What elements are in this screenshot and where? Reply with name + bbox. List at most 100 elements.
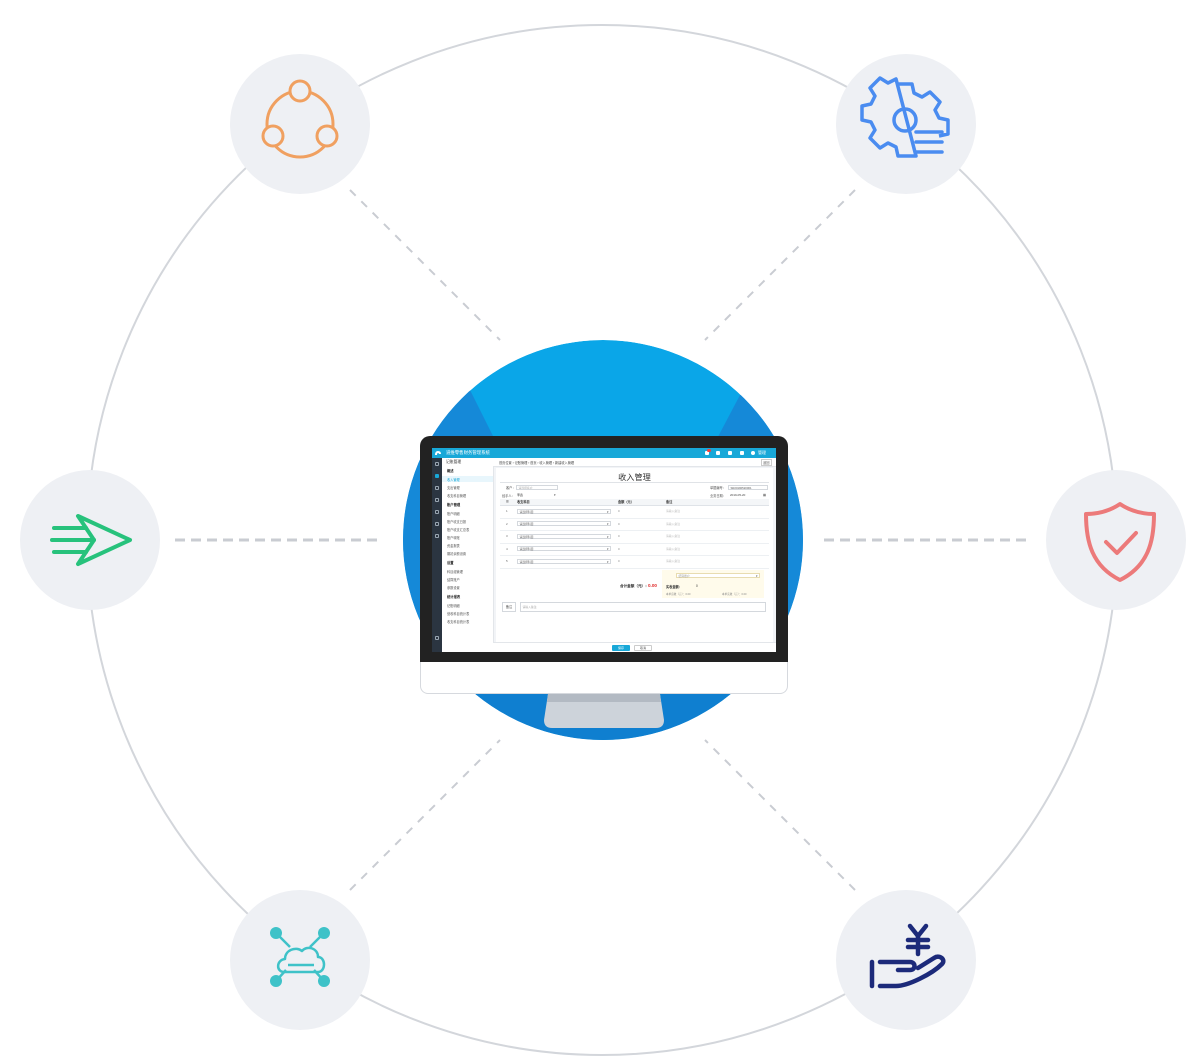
table-row: 3 请选择科目▾ 0 请输入备注 <box>500 530 769 544</box>
memo-input[interactable]: 请输入备注 <box>520 602 766 612</box>
customer-select[interactable]: 请选择客户 <box>516 484 558 490</box>
sidebar-item-opening-balance[interactable]: 期初余额设置 <box>447 552 467 556</box>
cart-icon[interactable] <box>740 451 744 455</box>
sidebar-item-settle-account[interactable]: 结算账户 <box>447 578 460 582</box>
row-number: 5 <box>506 559 508 563</box>
sidebar-item-expense[interactable]: 支出管理 <box>447 486 460 490</box>
gear-settings-list-icon <box>860 76 950 158</box>
sidebar-item-revenue-stats[interactable]: 营收科目统计表 <box>447 612 470 616</box>
note-field[interactable]: 请输入备注 <box>666 546 680 551</box>
node-send[interactable] <box>20 470 160 610</box>
sidebar-group-settings[interactable]: 设置 <box>447 561 454 565</box>
node-settings[interactable] <box>836 54 976 194</box>
total-label: 合计金额（元）： <box>620 584 649 588</box>
back-button[interactable]: 返回 <box>760 459 772 466</box>
shop-icon[interactable] <box>435 486 439 490</box>
node-security[interactable] <box>1046 470 1186 610</box>
app-logo-icon <box>435 451 441 455</box>
monitor-chin <box>420 662 788 694</box>
amount-field[interactable]: 0 <box>618 521 620 526</box>
doc-no-field[interactable]: SR20190520001 <box>728 484 768 490</box>
note-field[interactable]: 请输入备注 <box>666 559 680 563</box>
ledger-icon[interactable] <box>435 474 439 478</box>
chevron-down-icon: ▾ <box>606 509 609 514</box>
avatar[interactable] <box>751 451 755 455</box>
home-icon[interactable] <box>435 462 439 466</box>
sidebar-item-ledger-detail[interactable]: 记账明细 <box>447 604 460 608</box>
handler-select[interactable]: 李鑫 <box>517 493 524 497</box>
sidebar-item-daily[interactable]: 账户收支日报 <box>447 520 467 524</box>
amount-field[interactable]: 0 <box>618 534 620 538</box>
monitor: 道维零售财务管理系统 管理 <box>420 436 788 694</box>
date-field[interactable]: 2019-05-20 <box>730 493 746 497</box>
cancel-button[interactable]: 取消 <box>634 645 652 651</box>
breadcrumb-bar: 首页位置 › 记账管理 › 首页 › 收入管理 › 新建收入管理 返回 <box>493 458 776 467</box>
subject-select[interactable]: 请选择科目▾ <box>517 508 611 514</box>
subject-value: 请选择科目 <box>519 522 534 526</box>
user-name[interactable]: 管理 <box>758 450 766 455</box>
sidebar-title: 记账管理 <box>446 460 462 464</box>
chevron-down-icon: ▾ <box>755 574 758 578</box>
chart-icon[interactable] <box>435 522 439 526</box>
settlement-account-select[interactable]: 结算账户▾ <box>676 573 760 578</box>
sidebar-group-accounts[interactable]: 账户管理 <box>447 503 461 507</box>
monitor-stand <box>544 694 664 728</box>
member-icon[interactable] <box>435 498 439 502</box>
table-menu-icon[interactable]: ☰ <box>506 500 509 504</box>
customer-label: 客户： <box>506 486 516 490</box>
sidebar-item-fund-report[interactable]: 资金报表 <box>447 544 460 548</box>
node-cloud[interactable] <box>230 890 370 1030</box>
node-share[interactable] <box>230 54 370 194</box>
doc-no-label: 单据编号： <box>710 486 726 490</box>
grid-icon[interactable] <box>435 534 439 538</box>
share-network-icon <box>261 79 339 159</box>
amount-field[interactable]: 0 <box>618 509 620 513</box>
subject-value: 请选择科目 <box>519 547 534 551</box>
amount-field[interactable]: 0 <box>618 559 620 563</box>
sidebar-item-transfer[interactable]: 账户转账 <box>447 536 460 540</box>
user-icon[interactable] <box>728 451 732 455</box>
sidebar-group-reports[interactable]: 统计报表 <box>447 595 461 599</box>
subject-value: 请选择科目 <box>519 559 534 564</box>
dashed-connectors <box>175 189 1030 891</box>
page-title: 收入管理 <box>618 473 651 482</box>
table-row: 2 请选择科目 ▾ 0 请输入备注 <box>500 518 769 531</box>
notification-badge <box>707 448 711 452</box>
sidebar-item-params[interactable]: 参数设置 <box>447 586 460 590</box>
row-number: 3 <box>506 534 508 538</box>
contacts-icon[interactable] <box>716 451 720 455</box>
module-iconbar <box>432 458 442 652</box>
amount-field[interactable]: 0 <box>618 546 620 551</box>
memo-label: 备注 <box>502 602 516 612</box>
sidebar-item-income[interactable]: 收入管理 <box>447 478 460 482</box>
sidebar-group-overview[interactable]: 概述 <box>447 469 454 473</box>
subject-select[interactable]: 请选择科目 ▾ <box>517 521 611 526</box>
report-icon[interactable] <box>435 510 439 514</box>
app-screen: 道维零售财务管理系统 管理 <box>432 448 776 652</box>
breadcrumb[interactable]: 首页位置 › 记账管理 › 首页 › 收入管理 › 新建收入管理 <box>499 460 575 465</box>
note-field[interactable]: 请输入备注 <box>666 534 680 538</box>
save-button[interactable]: 保存 <box>612 645 630 651</box>
subject-select[interactable]: 请选择科目▾ <box>517 546 611 551</box>
calendar-icon[interactable]: ▦ <box>763 492 767 497</box>
sidebar-item-account-detail[interactable]: 账户明细 <box>447 512 460 516</box>
node-finance[interactable] <box>836 890 976 1030</box>
sidebar: 记账管理 概述 收入管理 支出管理 收支科目管理 账户管理 账户明细 账户收支日… <box>442 458 494 652</box>
subject-value: 请选择科目 <box>519 534 534 539</box>
handler-caret-icon[interactable]: ▾ <box>554 492 556 497</box>
sidebar-item-summary[interactable]: 账户收支汇总表 <box>447 528 470 532</box>
settlement-panel: 结算账户▾ 实收金额： 0 本单应收（元）：0.00 本单实收（元）：0.00 <box>662 570 764 598</box>
notification-icon[interactable] <box>705 451 709 455</box>
chevron-down-icon: ▾ <box>606 522 609 526</box>
note-field[interactable]: 请输入备注 <box>666 509 680 513</box>
monitor-bezel: 道维零售财务管理系统 管理 <box>420 436 788 662</box>
sidebar-item-subjects[interactable]: 收支科目管理 <box>447 494 467 498</box>
note-field[interactable]: 请输入备注 <box>666 521 680 526</box>
sidebar-item-subject-group[interactable]: 科目组管理 <box>447 570 463 574</box>
sidebar-item-subject-stats[interactable]: 收支科目统计表 <box>447 620 470 624</box>
row-number: 2 <box>506 521 508 526</box>
settings-icon[interactable] <box>435 636 439 640</box>
subject-select[interactable]: 请选择科目▾ <box>517 533 611 539</box>
paid-amount-field[interactable]: 0 <box>696 584 698 588</box>
subject-select[interactable]: 请选择科目▾ <box>517 558 611 564</box>
